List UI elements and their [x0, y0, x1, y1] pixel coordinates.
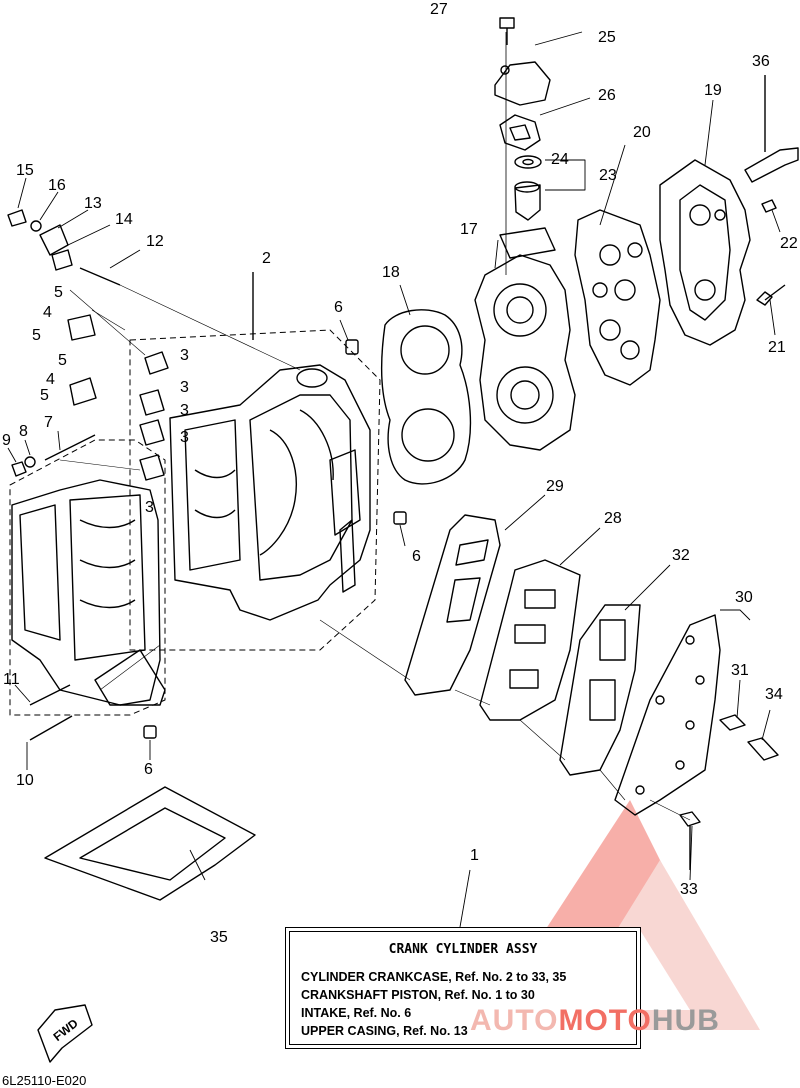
reed-valve-plate-28	[479, 559, 581, 721]
bolts-7-10-11-12	[29, 267, 121, 741]
callout-2: 2	[262, 250, 271, 267]
callout-4b: 4	[46, 371, 55, 388]
assembly-reference-box: CRANK CYLINDER ASSY CYLINDER CRANKCASE, …	[285, 927, 641, 1049]
plug-31	[719, 714, 746, 731]
reference-box-inner-border	[289, 931, 637, 1045]
watermark-part-hub: HUB	[651, 1004, 720, 1037]
leader-lines	[7, 31, 781, 928]
cylinder-head-gasket-18	[381, 309, 472, 485]
reference-line: UPPER CASING, Ref. No. 13	[301, 1024, 468, 1038]
watermark-part-auto: AUTO	[470, 1004, 559, 1037]
callout-10: 10	[16, 772, 34, 789]
gasket-32	[559, 604, 641, 776]
callout-1: 1	[470, 847, 479, 864]
callout-3d: 3	[180, 429, 189, 446]
callout-15: 15	[16, 162, 34, 179]
callout-30: 30	[735, 589, 753, 606]
callout-22: 22	[780, 235, 798, 252]
assembly-title: CRANK CYLINDER ASSY	[388, 942, 538, 957]
callout-31: 31	[731, 662, 749, 679]
callout-26: 26	[598, 87, 616, 104]
callout-29: 29	[546, 478, 564, 495]
thermostat-23	[514, 181, 541, 221]
callout-4a: 4	[43, 304, 52, 321]
callout-24: 24	[551, 151, 569, 168]
callout-28: 28	[604, 510, 622, 527]
callout-17: 17	[460, 221, 478, 238]
bolt-33	[679, 811, 701, 870]
dowel-pins-6	[143, 339, 407, 739]
callout-3e: 3	[145, 499, 154, 516]
bolt-21	[756, 284, 786, 306]
hoses-and-clips-3-4-5	[67, 314, 169, 481]
callout-34: 34	[765, 686, 783, 703]
callout-16: 16	[48, 177, 66, 194]
callout-6b: 6	[412, 548, 421, 565]
diagram-code: 6L25110-E020	[2, 1073, 87, 1088]
callout-5c: 5	[58, 352, 67, 369]
cap-34	[747, 737, 779, 761]
watermark-part-moto: MOTO	[558, 1004, 652, 1037]
callout-7: 7	[44, 414, 53, 431]
bolt-27	[499, 17, 515, 45]
washer-nut-8-9	[11, 456, 36, 477]
callout-3c: 3	[180, 402, 189, 419]
connection-lines	[59, 284, 691, 821]
callout-5d: 5	[40, 387, 49, 404]
callout-5a: 5	[54, 284, 63, 301]
bracket-13-14-15-16	[7, 209, 73, 271]
callout-32: 32	[672, 547, 690, 564]
cylinder-head-cover-gasket-20	[574, 209, 661, 386]
temperature-sensor-36	[744, 75, 799, 183]
callout-18: 18	[382, 264, 400, 281]
callout-13: 13	[84, 195, 102, 212]
callout-33: 33	[680, 881, 698, 898]
reference-line: CRANKSHAFT PISTON, Ref. No. 1 to 30	[301, 988, 535, 1002]
callout-25: 25	[598, 29, 616, 46]
callout-3a: 3	[180, 347, 189, 364]
gasket-35	[44, 786, 256, 901]
callout-27: 27	[430, 1, 448, 18]
callout-3b: 3	[180, 379, 189, 396]
callout-6a: 6	[334, 299, 343, 316]
callout-21: 21	[768, 339, 786, 356]
gasket-29	[404, 514, 501, 696]
callout-9: 9	[2, 432, 11, 449]
bolt-22	[761, 199, 777, 213]
callout-6c: 6	[144, 761, 153, 778]
reference-line: INTAKE, Ref. No. 6	[301, 1006, 412, 1020]
callout-23: 23	[599, 167, 617, 184]
thermostat-cover-25	[494, 61, 551, 106]
callout-36: 36	[752, 53, 770, 70]
callout-11: 11	[3, 671, 20, 688]
callout-5b: 5	[32, 327, 41, 344]
cylinder-crankcase-block	[169, 364, 371, 621]
callout-8: 8	[19, 423, 28, 440]
reference-line: CYLINDER CRANKCASE, Ref. No. 2 to 33, 35	[301, 970, 567, 984]
fwd-arrow-icon	[37, 1004, 93, 1063]
watermark-text: AUTOMOTOHUB	[470, 1004, 720, 1038]
callout-14: 14	[115, 211, 133, 228]
gasket-26	[499, 114, 541, 151]
exhaust-cover-30	[614, 614, 721, 816]
cylinder-head-17	[474, 227, 576, 451]
cylinder-head-cover-19	[659, 159, 751, 346]
callout-20: 20	[633, 124, 651, 141]
callout-19: 19	[704, 82, 722, 99]
thermostat-24	[514, 155, 542, 169]
callout-12: 12	[146, 233, 164, 250]
callout-35: 35	[210, 929, 228, 946]
intake-housing	[11, 479, 166, 706]
